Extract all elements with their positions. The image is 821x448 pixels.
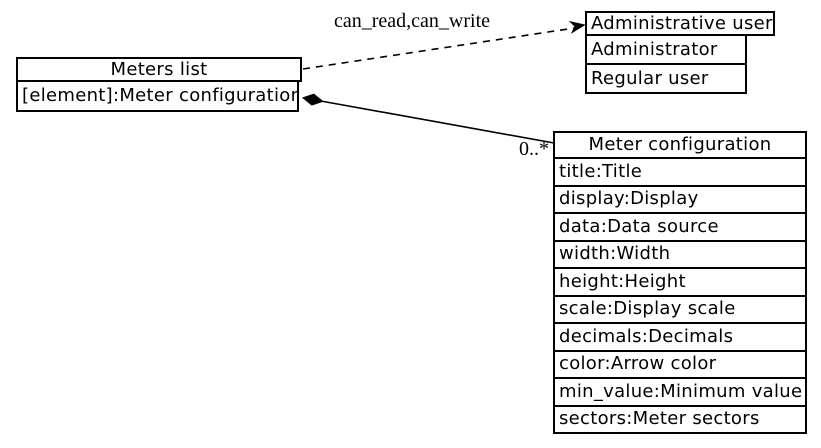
composition-edge: [317, 99, 555, 144]
meter-config-node: Meter configuration title:Title display:…: [553, 131, 807, 434]
arrowhead-icon: [568, 20, 586, 34]
admin-user-node: Administrative user Administrator Regula…: [585, 11, 775, 94]
admin-user-title: Administrative user: [585, 11, 775, 36]
meters-list-node: Meters list [element]:Meter configuratio…: [16, 57, 302, 112]
meter-config-title: Meter configuration: [553, 131, 807, 159]
admin-user-row: Regular user: [585, 63, 747, 94]
meter-config-row: display:Display: [553, 184, 807, 214]
meter-config-row: data:Data source: [553, 212, 807, 242]
meter-config-row: sectors:Meter sectors: [553, 404, 807, 434]
dependency-edge: [302, 26, 579, 70]
meter-config-row: title:Title: [553, 157, 807, 187]
meters-list-title: Meters list: [16, 57, 302, 82]
edge-label-permissions: can_read,can_write: [334, 10, 491, 32]
edge-label-multiplicity: 0..*: [519, 138, 549, 160]
meter-config-row: min_value:Minimum value: [553, 377, 807, 407]
meters-list-attribute: [element]:Meter configuration: [16, 80, 299, 112]
composition-diamond-icon: [301, 93, 324, 106]
meter-config-row: scale:Display scale: [553, 294, 807, 324]
meter-config-row: width:Width: [553, 239, 807, 269]
meter-config-row: color:Arrow color: [553, 349, 807, 379]
admin-user-row: Administrator: [585, 34, 747, 65]
meter-config-row: decimals:Decimals: [553, 322, 807, 352]
meter-config-row: height:Height: [553, 267, 807, 297]
